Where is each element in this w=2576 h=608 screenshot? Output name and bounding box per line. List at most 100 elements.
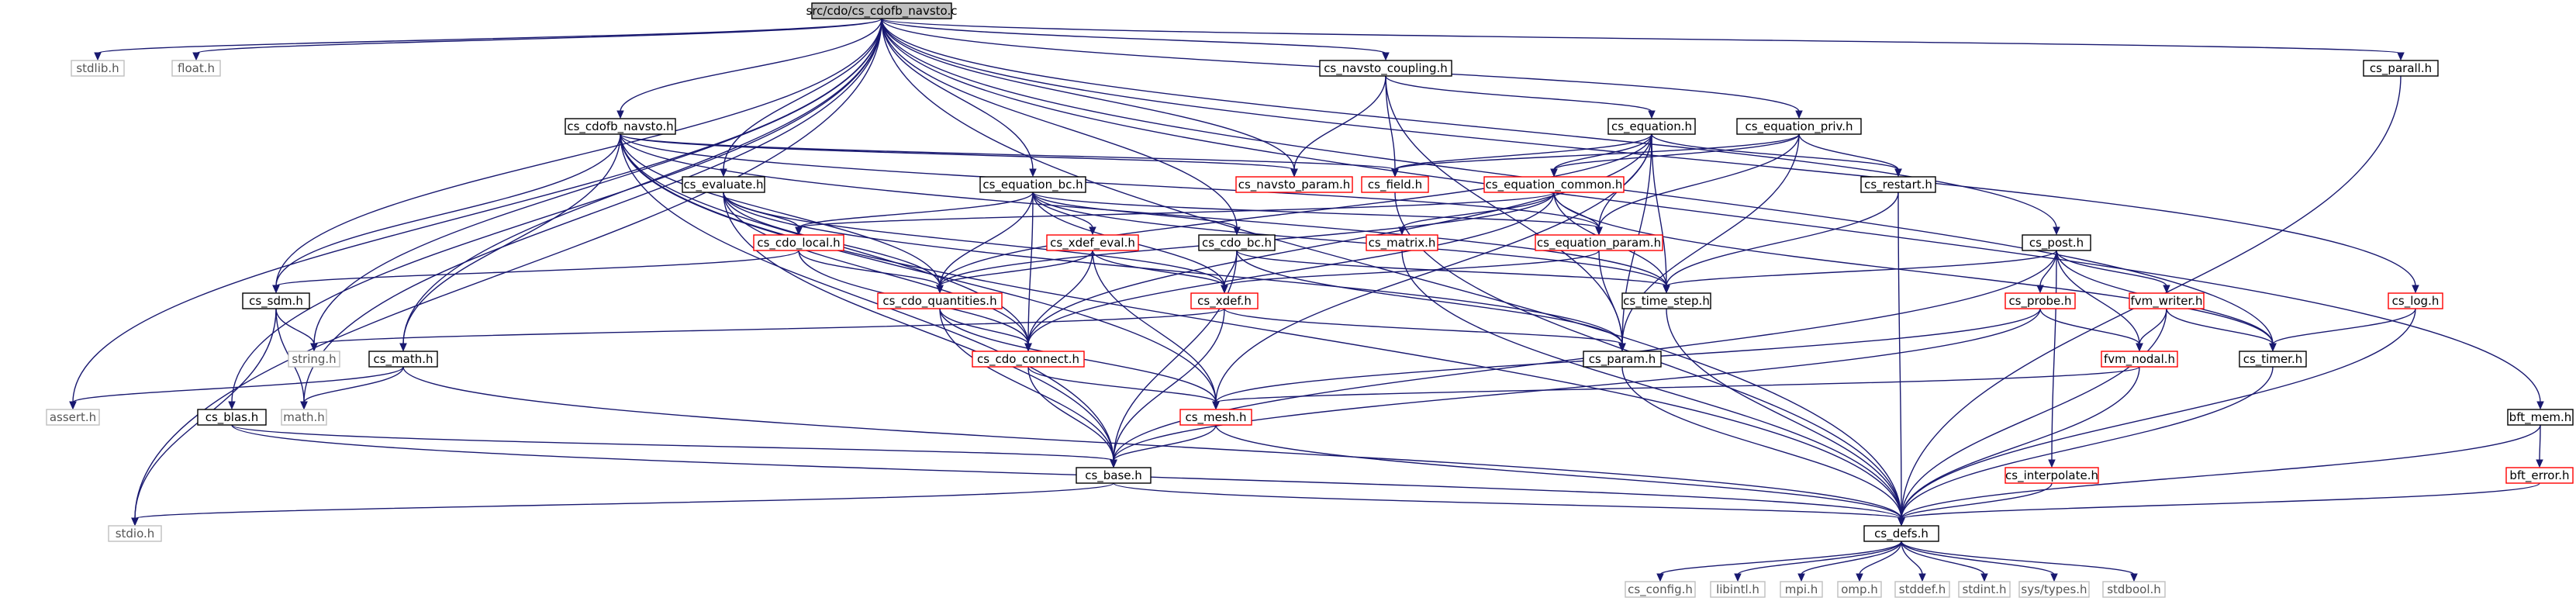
node-mathsys: math.h (281, 409, 327, 426)
node-cdo-bc[interactable]: cs_cdo_bc.h (1198, 234, 1276, 251)
node-box (171, 60, 221, 77)
node-mesh[interactable]: cs_mesh.h (1179, 409, 1252, 426)
edge-line (1651, 133, 1899, 171)
node-fvm-nodal[interactable]: fvm_nodal.h (2101, 351, 2178, 368)
edge-defs-to-config (1656, 541, 1902, 582)
arrowhead (2050, 573, 2058, 582)
edge-line (2051, 250, 2057, 461)
node-equation-common[interactable]: cs_equation_common.h (1483, 176, 1625, 193)
node-box (1710, 581, 1766, 598)
node-cdo-connect[interactable]: cs_cdo_connect.h (972, 351, 1085, 368)
edge-line (1092, 250, 1225, 287)
edge-line (1401, 192, 1555, 229)
node-box (1837, 581, 1882, 598)
node-restart[interactable]: cs_restart.h (1860, 176, 1936, 193)
node-label: cs_probe.h (2008, 294, 2071, 309)
node-parall[interactable]: cs_parall.h (2363, 60, 2439, 77)
arrowhead (272, 285, 280, 294)
edge-cdofb_navsto_h-to-field (620, 133, 1399, 178)
arrowhead (1656, 573, 1664, 582)
edge-root-to-post (881, 18, 2060, 236)
node-bft-error[interactable]: bft_error.h (2505, 467, 2574, 484)
node-navsto-param[interactable]: cs_navsto_param.h (1235, 176, 1353, 193)
node-label: cs_base.h (1085, 468, 1142, 483)
node-timer[interactable]: cs_timer.h (2239, 351, 2307, 368)
edge-line (1385, 75, 1396, 171)
edge-line (303, 366, 404, 403)
node-log[interactable]: cs_log.h (2388, 292, 2443, 309)
node-probe[interactable]: cs_probe.h (2005, 292, 2076, 309)
arrowhead (192, 52, 200, 61)
edge-line (1901, 482, 2540, 520)
node-matrix[interactable]: cs_matrix.h (1366, 234, 1438, 251)
node-bft-mem[interactable]: bft_mem.h (2507, 409, 2574, 426)
node-label: cs_equation_bc.h (982, 178, 1083, 192)
node-systypes: sys/types.h (2018, 581, 2090, 598)
node-interpolate[interactable]: cs_interpolate.h (2005, 467, 2099, 484)
edge-cdo_quantities-to-cdo_connect (939, 308, 1032, 352)
edge-equation_bc-to-cdo_local (795, 192, 1034, 236)
node-box (2101, 351, 2178, 368)
node-blas[interactable]: cs_blas.h (197, 409, 267, 426)
edge-line (1553, 192, 2274, 345)
node-cdo-local[interactable]: cs_cdo_local.h (753, 234, 844, 251)
node-root[interactable]: src/cdo/cs_cdofb_navsto.c (806, 2, 958, 19)
node-config: cs_config.h (1625, 581, 1696, 598)
node-box (1190, 292, 1259, 309)
node-defs[interactable]: cs_defs.h (1863, 525, 1939, 542)
node-base[interactable]: cs_base.h (1076, 467, 1152, 484)
node-xdef-eval[interactable]: cs_xdef_eval.h (1046, 234, 1139, 251)
node-stdint: stdint.h (1958, 581, 2011, 598)
edge-xdef-to-string (310, 308, 1225, 352)
edge-line (1901, 366, 2140, 520)
arrowhead (1795, 110, 1803, 119)
edge-line (402, 133, 621, 345)
edge-equation_h-to-field (1391, 133, 1652, 178)
edge-line (939, 250, 1093, 287)
edge-xdef_eval-to-mesh (1092, 250, 1220, 410)
arrowhead (1221, 285, 1228, 294)
edge-line (1032, 192, 1238, 229)
edge-equation_priv-to-restart (1798, 133, 1902, 178)
node-equation-param[interactable]: cs_equation_param.h (1535, 234, 1663, 251)
edge-evaluate-to-base (723, 192, 1117, 468)
node-navsto-coupling[interactable]: cs_navsto_coupling.h (1319, 60, 1452, 77)
edge-root-to-assert (69, 18, 882, 410)
node-label: cs_equation_param.h (1537, 236, 1661, 250)
edge-line (1027, 366, 1114, 461)
node-label: cs_field.h (1368, 178, 1422, 192)
node-box (71, 60, 125, 77)
edge-defs-to-stddef (1901, 541, 1926, 582)
arrowhead (1110, 459, 1117, 468)
node-mpi: mpi.h (1780, 581, 1823, 598)
node-label: fvm_nodal.h (2104, 352, 2175, 367)
node-fvm-writer[interactable]: fvm_writer.h (2129, 292, 2205, 309)
edge-line (1901, 541, 1985, 575)
node-math-h[interactable]: cs_math.h (368, 351, 438, 368)
edge-xdef_eval-to-cdo_quantities (936, 250, 1093, 294)
node-equation-bc[interactable]: cs_equation_bc.h (979, 176, 1086, 193)
node-equation-h[interactable]: cs_equation.h (1607, 118, 1696, 135)
edge-line (620, 133, 1600, 229)
edge-line (402, 366, 1902, 520)
edge-equation_bc-to-equation_param (1032, 192, 1603, 236)
node-cdo-quantities[interactable]: cs_cdo_quantities.h (877, 292, 1003, 309)
node-sdm[interactable]: cs_sdm.h (242, 292, 310, 309)
arrowhead (1595, 226, 1603, 236)
node-post[interactable]: cs_post.h (2022, 234, 2091, 251)
node-label: fvm_writer.h (2130, 294, 2202, 309)
arrowhead (2269, 343, 2277, 352)
edge-line (97, 18, 882, 54)
edge-root-to-string (310, 18, 882, 352)
node-xdef[interactable]: cs_xdef.h (1190, 292, 1259, 309)
node-equation-priv[interactable]: cs_equation_priv.h (1736, 118, 1862, 135)
node-param[interactable]: cs_param.h (1583, 351, 1662, 368)
edge-bft_error-to-defs (1897, 482, 2540, 527)
edge-line (2056, 250, 2167, 287)
node-field[interactable]: cs_field.h (1361, 176, 1429, 193)
node-evaluate[interactable]: cs_evaluate.h (682, 176, 765, 193)
node-time-step[interactable]: cs_time_step.h (1621, 292, 1711, 309)
node-cdofb-navsto-h[interactable]: cs_cdofb_navsto.h (565, 118, 676, 135)
arrowhead (1391, 168, 1399, 178)
